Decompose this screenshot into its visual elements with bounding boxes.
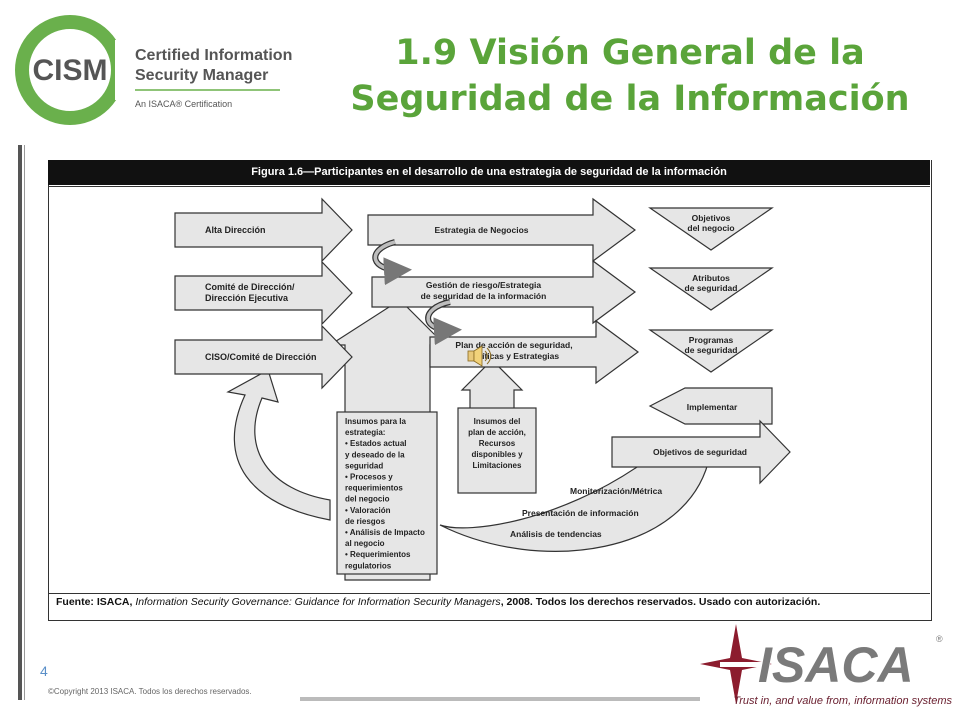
inputs-strategy-line-7: requerimientos: [345, 484, 403, 493]
feedback-label-1: Monitorización/Métrica: [570, 486, 662, 496]
loop-arrow-1-inner: [373, 240, 412, 286]
loop-arrow-2-inner: [426, 300, 462, 346]
left-rule-thin: [24, 145, 25, 700]
feedback-label-2: Presentación de información: [522, 508, 639, 518]
bottom-rule: [300, 697, 700, 701]
left-arrow-2: [174, 260, 353, 326]
figure-rule-top: [48, 186, 930, 187]
middle-arrow-2: [371, 259, 637, 325]
figure-caption: Figura 1.6—Participantes en el desarroll…: [48, 160, 930, 185]
inputs-strategy-line-5: seguridad: [345, 461, 383, 470]
title-line-1: 1.9 Visión General de la: [395, 33, 865, 73]
inputs-strategy-line-3: • Estados actual: [345, 439, 407, 448]
cism-logo: CISM Certified Information Security Mana…: [10, 10, 300, 135]
copyright-text: ©Copyright 2013 ISACA. Todos los derecho…: [48, 687, 252, 696]
isaca-wordmark: ISACA: [758, 637, 914, 693]
cism-line-1: Certified Information: [135, 47, 292, 64]
isaca-tagline: Trust in, and value from, information sy…: [733, 695, 952, 707]
inputs-strategy-line-14: regulatorios: [345, 561, 392, 570]
inputs-strategy-line-10: de riesgos: [345, 517, 386, 526]
page-number: 4: [40, 663, 48, 679]
left-arrow-1-label-line-1: Alta Dirección: [205, 225, 266, 235]
left-arrow-2-label-line-1: Comité de Dirección/: [205, 282, 295, 292]
right-chevron-1-label-line-1: Objetivos: [692, 213, 731, 223]
figure-rule-bottom: [48, 593, 930, 594]
right-chevron-2-label-line-2: de seguridad: [685, 283, 738, 293]
source-lead: Fuente: ISACA,: [56, 596, 136, 608]
inputs-strategy-line-8: del negocio: [345, 495, 390, 504]
source-title: Information Security Governance: Guidanc…: [135, 596, 501, 608]
middle-arrow-1-label-line-1: Estrategia de Negocios: [434, 225, 528, 235]
cism-mark: CISM: [33, 54, 108, 87]
middle-arrow-2-label-line-2: de seguridad de la información: [421, 291, 547, 301]
left-rule: [18, 145, 22, 700]
right-chevron-2: [648, 267, 774, 311]
inputs-action-line-1: Insumos del: [474, 417, 521, 426]
inputs-strategy-line-11: • Análisis de Impacto: [345, 528, 425, 537]
left-arrow-1: [174, 197, 353, 263]
right-chevron-3: [648, 329, 774, 373]
svg-text:®: ®: [936, 634, 943, 644]
security-objectives-label-line-1: Objetivos de seguridad: [653, 447, 747, 457]
middle-arrow-3-label-line-1: Plan de acción de seguridad,: [455, 340, 572, 350]
left-arrow-2-label-line-2: Dirección Ejecutiva: [205, 293, 289, 303]
middle-arrow-3: [429, 319, 640, 385]
inputs-action-line-5: Limitaciones: [473, 461, 522, 470]
inputs-action-box: [457, 407, 537, 494]
inputs-strategy-line-12: al negocio: [345, 539, 385, 548]
implement-arrow-label-line-1: Implementar: [687, 402, 738, 412]
left-arrow-3: [174, 324, 353, 390]
middle-arrow-3-label-line-2: Políticas y Estrategias: [469, 351, 560, 361]
title-line-2: Seguridad de la Información: [350, 79, 910, 119]
middle-arrow-1: [367, 197, 637, 263]
security-objectives-arrow: [611, 419, 791, 485]
right-chevron-3-label-line-2: de seguridad: [685, 345, 738, 355]
slide-title: 1.9 Visión General de la Seguridad de la…: [330, 30, 930, 122]
inputs-strategy-line-4: y deseado de la: [345, 450, 405, 459]
right-chevron-1: [648, 207, 774, 251]
isaca-logo: ISACA ® Trust in, and value from, inform…: [700, 622, 955, 717]
inputs-action-line-2: plan de acción,: [468, 428, 526, 437]
inputs-strategy-line-9: • Valoración: [345, 506, 391, 515]
right-chevron-2-label-line-1: Atributos: [692, 273, 730, 283]
cism-line-2: Security Manager: [135, 67, 268, 84]
right-chevron-3-label-line-1: Programas: [689, 335, 734, 345]
feedback-curve-left: [226, 369, 331, 521]
action-up-arrow: [460, 359, 524, 411]
feedback-label-3: Análisis de tendencias: [510, 529, 602, 539]
right-chevron-1-label-line-2: del negocio: [687, 223, 734, 233]
inputs-strategy-line-1: Insumos para la: [345, 417, 406, 426]
implement-arrow: [648, 387, 773, 425]
inputs-action-line-4: disponibles y: [471, 450, 523, 459]
cism-line-3: An ISACA® Certification: [135, 99, 232, 109]
middle-arrow-2-label-line-1: Gestión de riesgo/Estrategia: [426, 280, 542, 290]
inputs-strategy-line-13: • Requerimientos: [345, 550, 411, 559]
inputs-strategy-box: [336, 411, 438, 575]
feedback-sweep: [439, 454, 711, 552]
source-tail: , 2008. Todos los derechos reservados. U…: [500, 596, 821, 608]
speaker-icon[interactable]: [467, 345, 492, 367]
figure-source: Fuente: ISACA, Information Security Gove…: [56, 596, 926, 608]
inputs-action-line-3: Recursos: [479, 439, 516, 448]
inputs-strategy-line-6: • Procesos y: [345, 473, 393, 482]
left-arrow-3-label-line-1: CISO/Comité de Dirección: [205, 352, 317, 362]
inputs-strategy-line-2: estrategia:: [345, 428, 385, 437]
